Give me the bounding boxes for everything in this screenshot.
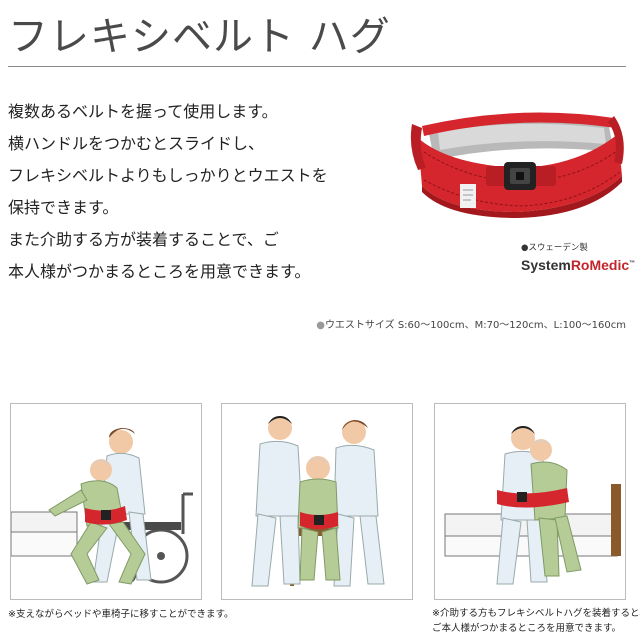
brand-trademark: ™ [629, 260, 636, 267]
brand-logo: SystemRoMedic™ [521, 257, 635, 273]
caption-right: ※介助する方もフレキシベルトハグを装着すると、 ご本人様がつかまるところを用意で… [432, 606, 640, 636]
illustration-panel-bed-to-wheelchair [10, 403, 202, 600]
size-bullet: ● [316, 320, 325, 331]
size-text: ウエストサイズ S:60～100cm、M:70～120cm、L:100～160c… [324, 320, 626, 331]
caption-right-line: ※介助する方もフレキシベルトハグを装着すると、 [432, 608, 640, 619]
description-line: 複数あるベルトを握って使用します。 [8, 102, 278, 121]
page-title: フレキシベルト ハグ [8, 14, 391, 60]
illustration-panel-caregiver-wearing-belt [434, 403, 626, 600]
description-line: 保持できます。 [8, 198, 119, 217]
caption-left: ※支えながらベッドや車椅子に移すことができます。 [8, 609, 234, 620]
description-line: 本人様がつかまるところを用意できます。 [8, 262, 311, 281]
belt-product-image [410, 112, 624, 218]
standing-assist-image [251, 416, 385, 587]
brand-prefix: System [521, 257, 571, 273]
brand-highlight: RoMedic [570, 257, 630, 273]
bed-wheelchair-transfer-image [11, 428, 193, 585]
description-line: また介助する方が装着することで、ご [8, 230, 279, 249]
caregiver-wearing-belt-image [444, 426, 621, 585]
description-line: フレキシベルトよりもしっかりとウエストを [8, 166, 328, 185]
description: 複数あるベルトを握って使用します。 横ハンドルをつかむとスライドし、 フレキシベ… [8, 96, 388, 288]
title-divider [8, 66, 626, 67]
illustration-panel-standing-assist [221, 403, 413, 600]
description-line: 横ハンドルをつかむとスライドし、 [8, 134, 265, 153]
origin-label: ●スウェーデン製 [521, 243, 588, 253]
caption-right-line: ご本人様がつかまるところを用意できます。 [432, 623, 622, 634]
waist-size-spec: ●ウエストサイズ S:60～100cm、M:70～120cm、L:100～160… [316, 316, 626, 331]
